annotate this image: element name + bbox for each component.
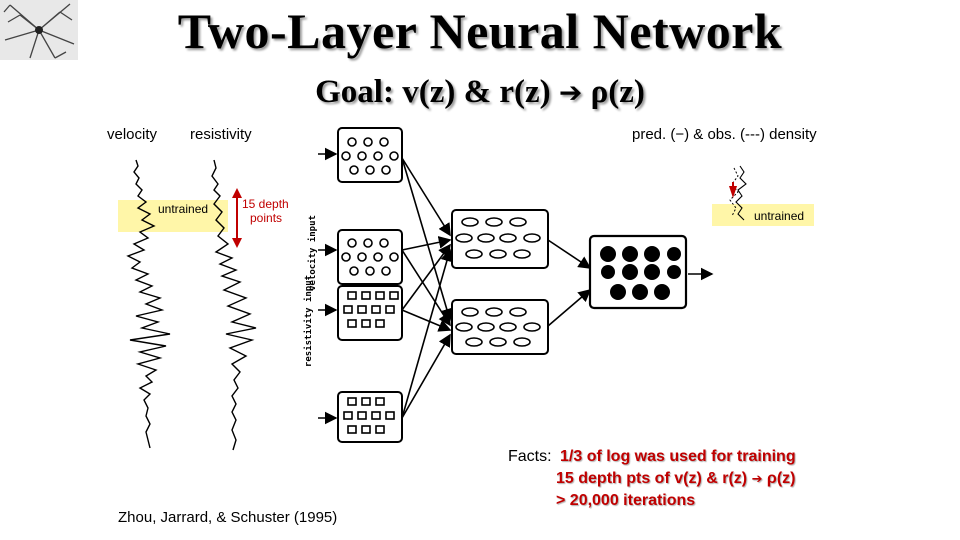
density-highlight (712, 204, 814, 226)
density-label: pred. (−) & obs. (---) density (632, 126, 817, 143)
velocity-log-trace (126, 159, 171, 449)
output-box-nodes (600, 246, 681, 300)
resistivity-log-trace (211, 159, 257, 451)
facts-heading: Facts: (508, 448, 552, 465)
untrained-label-logs: untrained (158, 202, 209, 216)
depth-label-2: points (250, 211, 283, 225)
goal-prefix: Goal: v(z) & r(z) (315, 74, 551, 110)
depth-label-1: 15 depth (242, 197, 289, 211)
facts-item-2-suffix: ρ(z) (766, 470, 796, 487)
neuron-logo-icon (3, 3, 75, 59)
depth-arrow-head-bottom (232, 238, 242, 248)
citation: Zhou, Jarrard, & Schuster (1995) (118, 509, 338, 526)
facts-item-1: 1/3 of log was used for training (560, 446, 796, 468)
goal-line: Goal: v(z) & r(z) ➔ ρ(z) (0, 74, 960, 111)
neuron-logo (0, 0, 78, 60)
facts-item-2-text: 15 depth pts of v(z) & r(z) (556, 470, 748, 487)
input-box-velocity-nodes (341, 238, 399, 276)
depth-arrow-head-top (232, 188, 242, 198)
training-window-highlight (118, 200, 228, 232)
facts-item-3: > 20,000 iterations (556, 490, 695, 512)
page-title: Two-Layer Neural Network (177, 3, 783, 59)
facts-item-2: 15 depth pts of v(z) & r(z) ➔ ρ(z) (556, 468, 795, 491)
input-box-resistivity-nodes (343, 291, 399, 328)
right-arrow-icon: ➔ (558, 76, 583, 109)
facts-item-3-text: > 20,000 iterations (556, 492, 696, 509)
facts-item-1-text: 1/3 of log was used for training (560, 448, 796, 465)
velocity-label: velocity (107, 126, 158, 143)
input-box-1-nodes (341, 137, 399, 175)
resistivity-label: resistivity (190, 126, 252, 143)
hidden-box-1-nodes (455, 217, 541, 259)
untrained-label-density: untrained (754, 209, 805, 223)
input-box-1 (337, 127, 403, 183)
goal-suffix: ρ(z) (590, 74, 645, 110)
input-box-velocity (337, 229, 403, 285)
right-arrow-icon-facts: ➔ (751, 472, 763, 487)
input-box-4-nodes (343, 397, 395, 434)
hidden-box-2-nodes (455, 307, 541, 347)
